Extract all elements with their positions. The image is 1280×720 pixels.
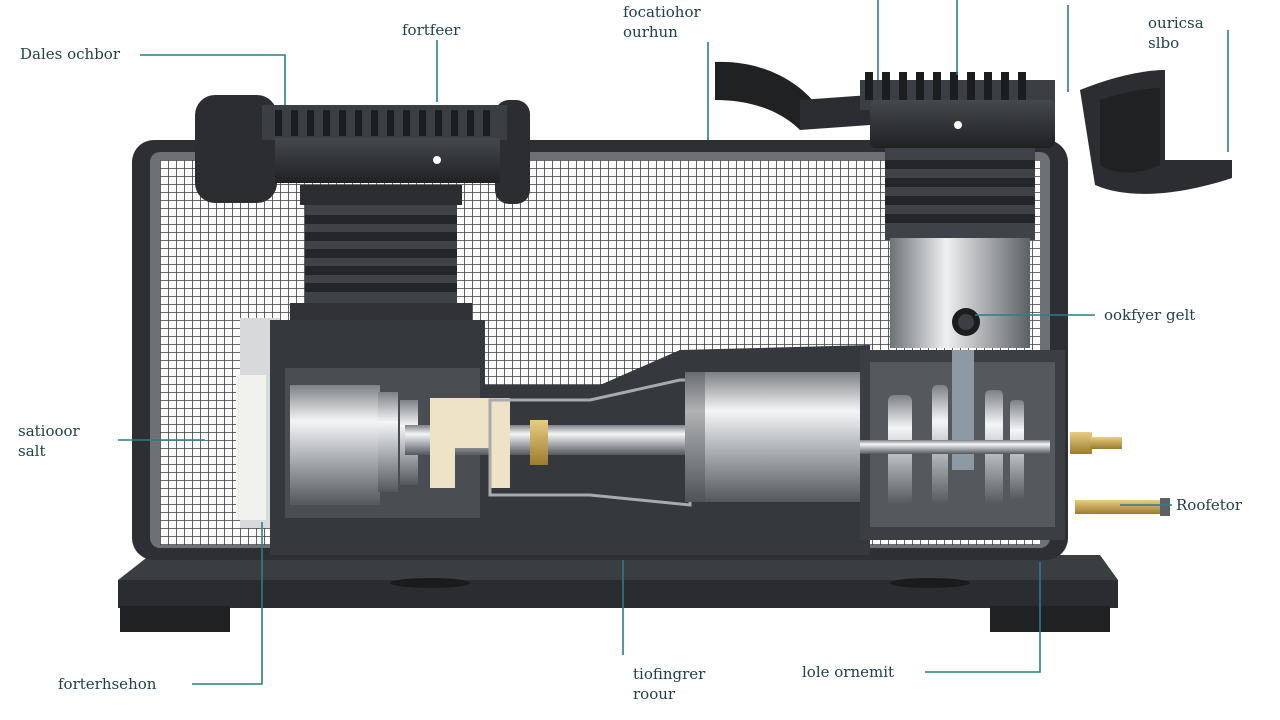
label-right-low: Roofetor: [1176, 496, 1243, 514]
label-bottom-right: lole ornemit: [802, 663, 895, 681]
label-top-left: Dales ochbor: [20, 45, 121, 63]
crankcase: [270, 320, 870, 555]
left-cylinder-head: [195, 95, 530, 528]
label-mid-right: ookfyer gelt: [1104, 306, 1196, 324]
right-cylinder: [715, 61, 1065, 540]
label-bottom-left: forterhsehon: [58, 675, 157, 693]
label-top-center-left: fortfeer: [402, 21, 461, 39]
outlet-scoop: [1080, 70, 1232, 194]
brass-fittings: [1070, 432, 1170, 516]
leader-lines: [118, 0, 1229, 685]
base-plate: [118, 555, 1118, 632]
